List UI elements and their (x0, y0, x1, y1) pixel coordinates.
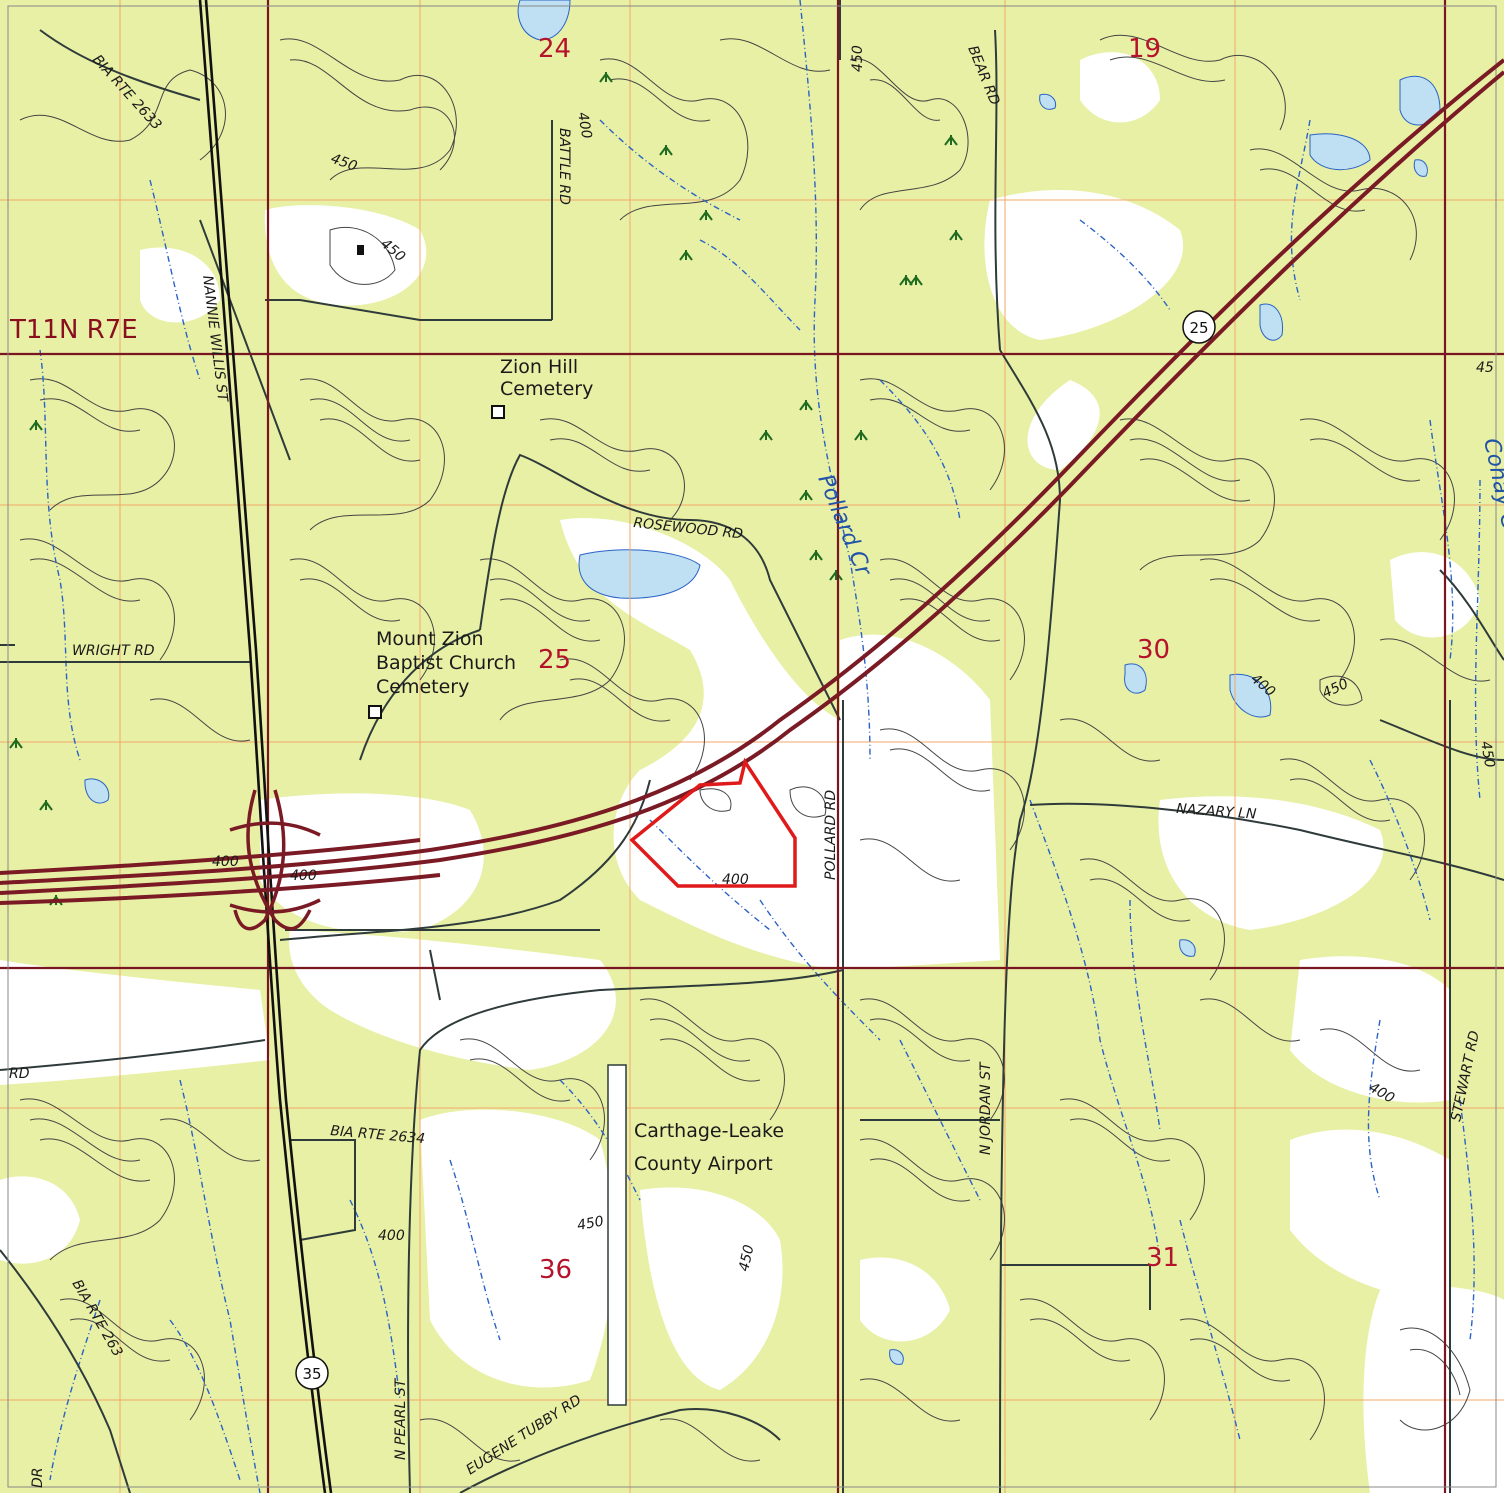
section-36: 36 (539, 1255, 572, 1285)
n-pearl-street (407, 969, 844, 1493)
airport-label-line1: Carthage-Leake (634, 1120, 784, 1142)
hwy-35-shield: 35 (295, 1356, 329, 1390)
parcel-boundary (629, 757, 797, 888)
hwy-25-shield: 25 (1182, 310, 1216, 344)
section-30: 30 (1137, 635, 1170, 665)
contour-400-a: 400 (574, 111, 594, 140)
mount-zion-cemetery-icon (368, 705, 382, 719)
wright-rd-label: WRIGHT RD (72, 643, 155, 659)
section-numbers: 24 19 25 30 36 31 (538, 34, 1179, 1285)
nazary-lane (1029, 802, 1504, 881)
section-31: 31 (1146, 1243, 1179, 1273)
hwy-25-shield-label: 25 (1189, 319, 1208, 337)
summit-marker-icon (357, 245, 364, 255)
n-pearl-st-label: N PEARL ST (393, 1377, 409, 1460)
rd-left-label: RD (9, 1066, 30, 1082)
bia-2634-road (290, 1139, 356, 1241)
contour-450-g: 450 (1477, 740, 1497, 769)
contour-400-d: 400 (290, 868, 317, 884)
section-25: 25 (538, 645, 571, 675)
contour-450-f: 450 (736, 1243, 757, 1273)
contour-450-e: 450 (576, 1214, 605, 1234)
open-land-areas (0, 52, 1504, 1493)
zion-hill-label-line1: Zion Hill (500, 356, 578, 378)
nazary-ln-label: NAZARY LN (1176, 801, 1258, 823)
map-neatline (7, 5, 1497, 1488)
eugene-tubby-road (459, 1408, 781, 1493)
battle-rd-label: BATTLE RD (556, 128, 572, 205)
hwy-35-shield-label: 35 (302, 1365, 321, 1383)
mount-zion-label-line1: Mount Zion (376, 628, 484, 650)
contour-45-edge: 45 (1476, 360, 1494, 376)
pollard-rd-label: POLLARD RD (823, 790, 839, 880)
highway-25 (0, 58, 1504, 905)
streams (39, 0, 1481, 1493)
mount-zion-label-line3: Cemetery (376, 676, 469, 698)
zion-hill-label-line2: Cemetery (500, 378, 593, 400)
cemetery-symbols (368, 405, 505, 719)
mount-zion-label-line2: Baptist Church (376, 652, 516, 674)
n-jordan-street (999, 349, 1062, 1493)
section-19: 19 (1128, 34, 1161, 64)
ponds (84, 0, 1441, 1365)
interchange (229, 789, 321, 931)
contour-400-e: 400 (722, 872, 749, 888)
contour-400-g: 400 (378, 1228, 405, 1244)
bear-road (994, 29, 1001, 351)
highway-35 (198, 0, 333, 1493)
contour-450-c: 450 (850, 45, 866, 72)
dr-left-label: DR (30, 1467, 46, 1488)
township-range-label: T11N R7E (9, 315, 138, 345)
contour-400-c: 400 (212, 854, 239, 870)
n-jordan-st-label: N JORDAN ST (978, 1061, 994, 1155)
airport-label-line2: County Airport (634, 1153, 773, 1175)
rosewood-road (479, 453, 841, 721)
place-names: Zion Hill Cemetery Mount Zion Baptist Ch… (376, 356, 784, 1175)
airport-runway (607, 1064, 627, 1406)
zion-hill-cemetery-icon (491, 405, 505, 419)
section-24: 24 (538, 34, 571, 64)
contour-lines (19, 34, 1491, 1462)
